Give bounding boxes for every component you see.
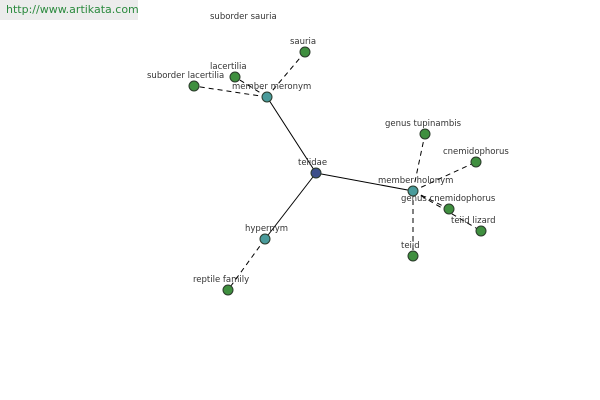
node-label-teiid-lizard[interactable]: teiid lizard bbox=[451, 216, 496, 226]
node-label-suborder-sauria[interactable]: suborder sauria bbox=[210, 12, 277, 22]
node-label-genus-cnemidophorus[interactable]: genus cnemidophorus bbox=[401, 194, 496, 204]
graph-edges bbox=[193, 51, 482, 291]
edge-member-holonym-genus-cnemidophorus bbox=[412, 190, 450, 210]
edge-teiidae-member-holonym bbox=[315, 172, 414, 192]
graph-labels: teiidae member meronym member holonym hyper… bbox=[147, 12, 509, 285]
node-hypernym[interactable] bbox=[259, 233, 271, 245]
node-label-sauria[interactable]: sauria bbox=[290, 37, 316, 47]
node-label-member-holonym[interactable]: member holonym bbox=[378, 176, 453, 186]
edge-member-meronym-suborder-lacertilia bbox=[193, 85, 268, 98]
node-genus-tupinambis[interactable] bbox=[419, 128, 431, 140]
node-sauria[interactable] bbox=[299, 46, 311, 58]
node-cnemidophorus[interactable] bbox=[470, 156, 482, 168]
edge-teiidae-member-meronym bbox=[266, 96, 317, 174]
edge-member-holonym-cnemidophorus bbox=[412, 161, 477, 192]
node-label-teiidae[interactable]: teiidae bbox=[298, 158, 327, 168]
node-genus-cnemidophorus[interactable] bbox=[443, 203, 455, 215]
node-suborder-lacertilia[interactable] bbox=[188, 80, 200, 92]
edge-member-meronym-lacertilia bbox=[234, 76, 268, 98]
watermark-url: http://www.artikata.com bbox=[0, 0, 139, 20]
node-teiid[interactable] bbox=[407, 250, 419, 262]
node-label-teiid[interactable]: teiid bbox=[401, 241, 420, 251]
node-label-member-meronym[interactable]: member meronym bbox=[232, 82, 311, 92]
node-teiidae[interactable] bbox=[310, 167, 322, 179]
node-label-hypernym[interactable]: hypernym bbox=[245, 224, 288, 234]
edge-member-holonym-genus-tupinambis bbox=[412, 133, 426, 192]
node-teiid-lizard[interactable] bbox=[475, 225, 487, 237]
edge-teiidae-hypernym bbox=[264, 172, 317, 240]
node-label-suborder-lacertilia[interactable]: suborder lacertilia bbox=[147, 71, 224, 81]
node-lacertilia[interactable] bbox=[229, 71, 241, 83]
node-reptile-family[interactable] bbox=[222, 284, 234, 296]
node-label-reptile-family[interactable]: reptile family bbox=[193, 275, 249, 285]
node-label-cnemidophorus[interactable]: cnemidophorus bbox=[443, 147, 509, 157]
node-label-genus-tupinambis[interactable]: genus tupinambis bbox=[385, 119, 462, 129]
node-member-holonym[interactable] bbox=[407, 185, 419, 197]
edge-member-meronym-sauria bbox=[266, 51, 306, 98]
edge-hypernym-reptile-family bbox=[227, 238, 266, 291]
node-label-lacertilia[interactable]: lacertilia bbox=[210, 62, 247, 72]
graph-nodes bbox=[188, 46, 487, 296]
node-member-meronym[interactable] bbox=[261, 91, 273, 103]
